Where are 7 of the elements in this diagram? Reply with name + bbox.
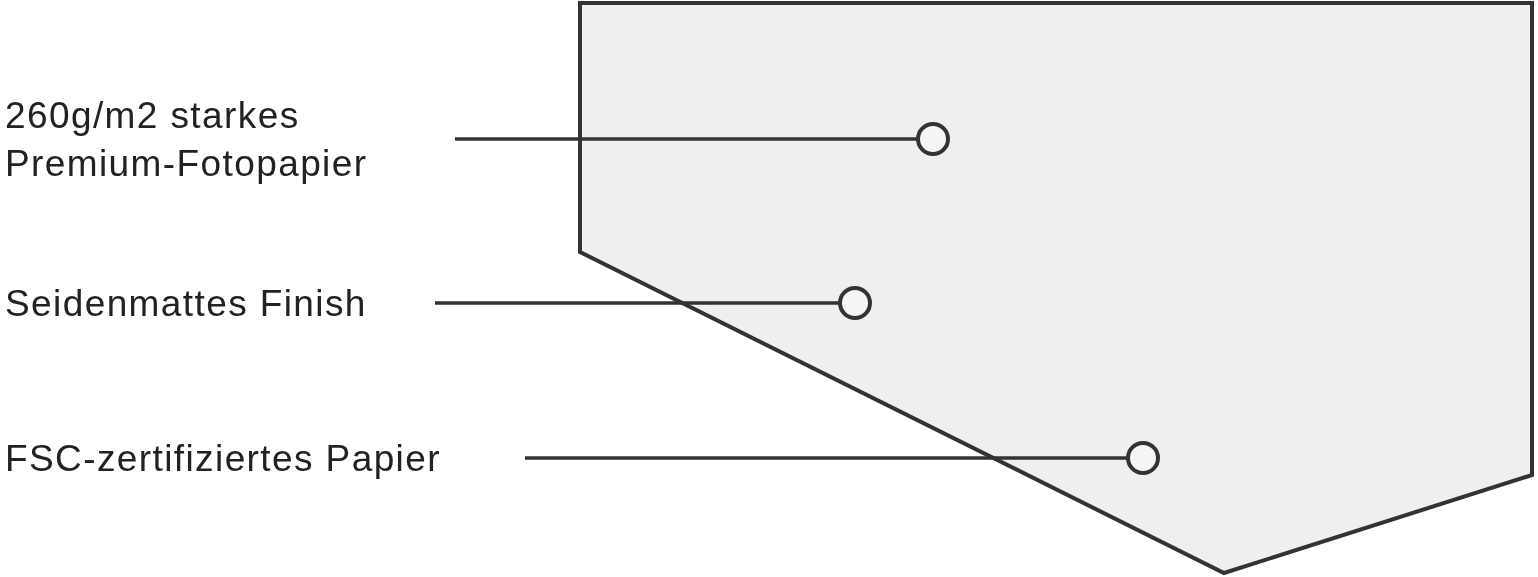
callout-label: FSC-zertifiziertes Papier — [5, 435, 525, 483]
callout-label: Seidenmattes Finish — [5, 280, 435, 328]
paper-sheet-drawing — [578, 1, 1535, 576]
callout-label: 260g/m2 starkes Premium-Fotopapier — [5, 92, 455, 188]
leader-line — [435, 286, 872, 320]
leader-line — [455, 122, 950, 156]
leader-line — [525, 441, 1160, 475]
